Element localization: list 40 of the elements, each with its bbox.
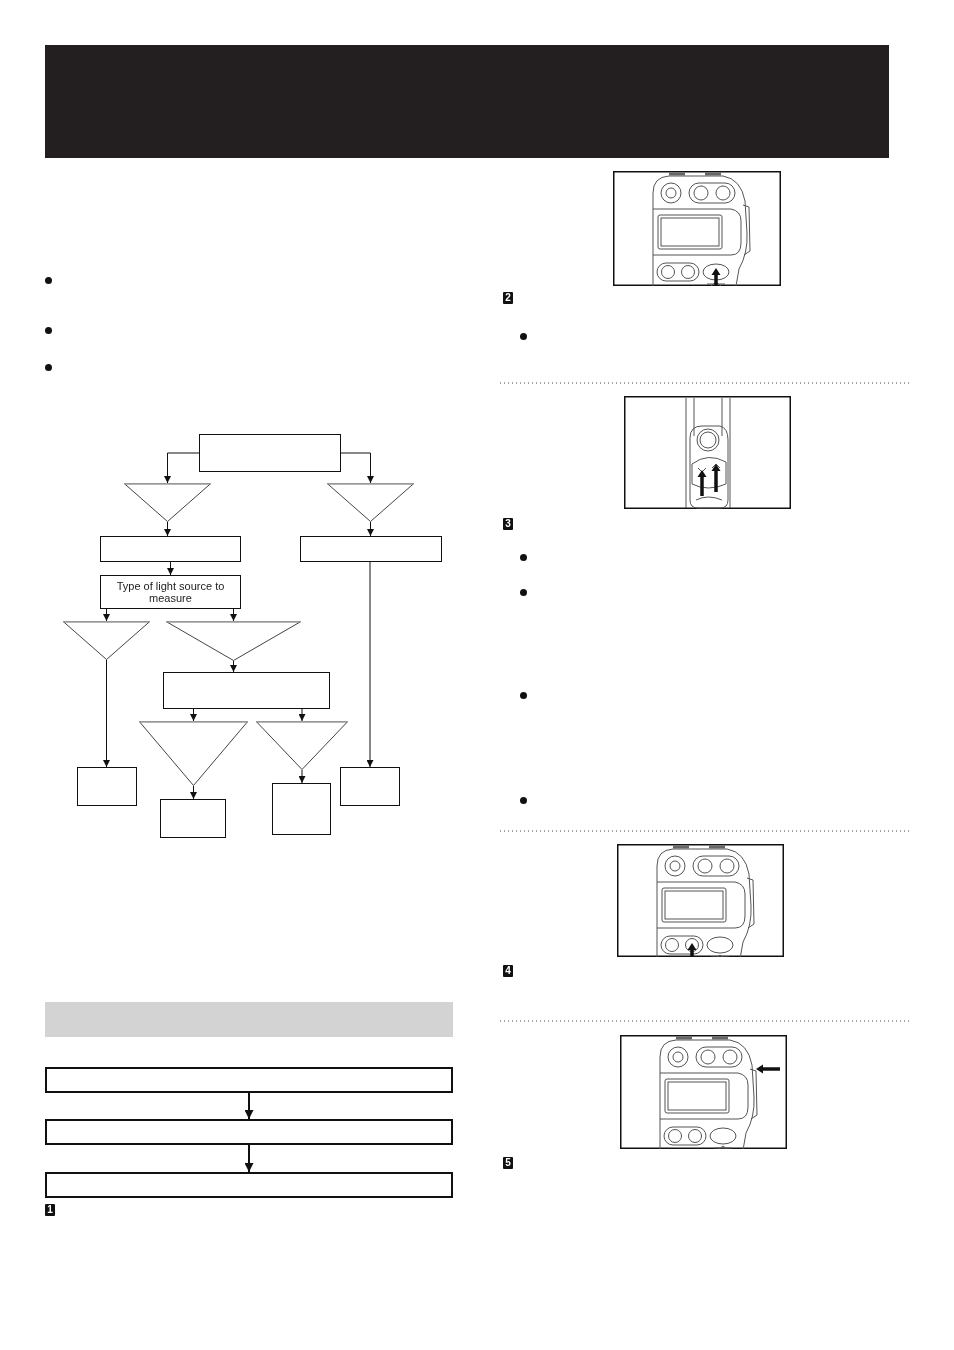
arrow [367, 521, 374, 537]
inverted-triangle [63, 621, 150, 660]
step-number: 1 [45, 1204, 55, 1216]
section-heading-bar [45, 1002, 453, 1037]
inverted-triangle [256, 721, 348, 770]
arrow [164, 452, 200, 484]
arrow [164, 521, 171, 537]
process-box [199, 434, 341, 472]
step-number: 2 [503, 292, 513, 304]
process-box [300, 536, 442, 562]
arrow [298, 708, 306, 722]
inverted-triangle [139, 721, 248, 786]
arrow [190, 785, 197, 800]
arrow [230, 608, 237, 622]
arrow [230, 660, 237, 673]
inverted-triangle [166, 621, 301, 661]
process-box [163, 672, 330, 709]
arrow [103, 659, 110, 768]
arrow [298, 769, 306, 784]
step-number: 5 [503, 1157, 513, 1169]
process-box: Type of light source to measure [100, 575, 241, 609]
process-box [340, 767, 400, 806]
process-box [77, 767, 137, 806]
step-box [45, 1119, 453, 1145]
step-box [45, 1067, 453, 1093]
step-number: 4 [503, 965, 513, 977]
arrow [244, 1092, 254, 1120]
arrow [103, 608, 110, 622]
arrow [366, 561, 374, 768]
arrow [244, 1144, 254, 1173]
inverted-triangle [327, 483, 414, 522]
step-box [45, 1172, 453, 1198]
step-number: 3 [503, 518, 513, 530]
inverted-triangle [124, 483, 211, 522]
arrow [167, 561, 174, 576]
process-box [100, 536, 241, 562]
process-box [272, 783, 331, 835]
arrow [190, 708, 197, 722]
process-box [160, 799, 226, 838]
arrow [340, 452, 374, 484]
